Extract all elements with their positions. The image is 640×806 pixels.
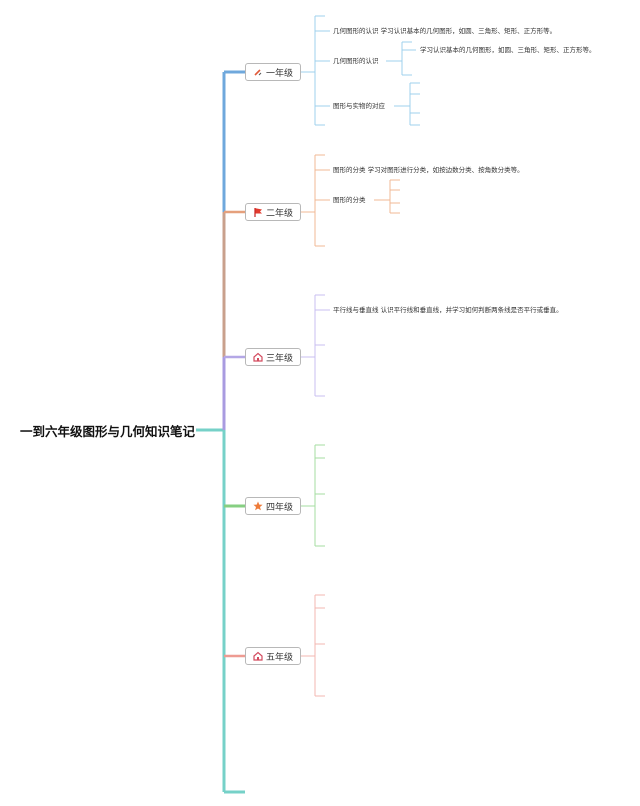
red-flag-icon (253, 207, 263, 217)
grade-node-4[interactable]: 四年级 (245, 497, 301, 515)
grade2-branches (301, 154, 400, 247)
grade-node-3[interactable]: 三年级 (245, 348, 301, 366)
grade-label: 四年级 (265, 502, 293, 513)
leaf-g1-shapes[interactable]: 几何图形的认识 (333, 57, 379, 65)
star-icon (253, 501, 263, 511)
grade3-branches (301, 294, 330, 397)
leaf-g3-parallel-perpendicular[interactable]: 平行线与垂直线 认识平行线和垂直线，并学习如何判断两条线是否平行或垂直。 (333, 306, 563, 314)
leaf-g1-shape-object[interactable]: 图形与实物的对应 (333, 102, 385, 110)
leaf-g1-shapes-note[interactable]: 几何图形的认识 学习认识基本的几何图形，如圆、三角形、矩形、正方形等。 (333, 27, 557, 35)
grade-node-2[interactable]: 二年级 (245, 203, 301, 221)
grade-label: 一年级 (265, 68, 293, 79)
grade4-branches (301, 444, 325, 547)
grade-node-5[interactable]: 五年级 (245, 647, 301, 665)
grade-node-1[interactable]: 一年级 (245, 63, 301, 81)
leaf-g2-classification-note[interactable]: 图形的分类 学习对图形进行分类，如按边数分类、按角数分类等。 (333, 166, 524, 174)
home-icon (253, 352, 263, 362)
root-topic[interactable]: 一到六年级图形与几何知识笔记 (20, 424, 196, 439)
leaf-g2-classification[interactable]: 图形的分类 (333, 196, 366, 204)
grade-label: 三年级 (265, 353, 293, 364)
leaf-g1-shapes-detail[interactable]: 学习认识基本的几何图形，如圆、三角形、矩形、正方形等。 (420, 46, 596, 54)
grade1-branches (301, 15, 420, 126)
grade-label: 二年级 (265, 208, 293, 219)
pencil-icon (253, 67, 263, 77)
home-icon (253, 651, 263, 661)
grade5-branches (301, 594, 325, 697)
grade-label: 五年级 (265, 652, 293, 663)
